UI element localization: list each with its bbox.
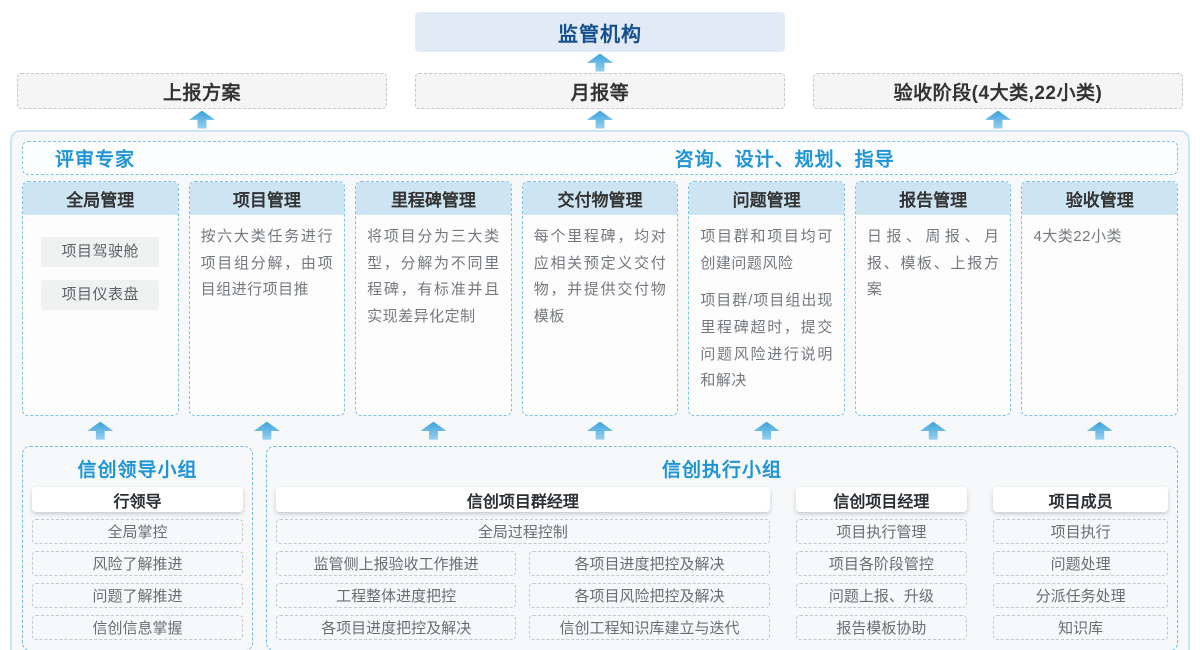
duty-item: 全局过程控制 <box>276 519 770 545</box>
arrow-row-top <box>0 53 1200 72</box>
up-arrow-icon <box>753 421 780 440</box>
duty-item: 信创工程知识库建立与迭代 <box>529 615 770 641</box>
column-title: 交付物管理 <box>522 182 678 215</box>
outputs-row: 上报方案 月报等 验收阶段(4大类,22小类) <box>0 73 1200 109</box>
duty-item: 工程整体进度把控 <box>276 583 517 609</box>
column-description: 每个里程碑，均对应相关预定义交付物，并提供交付物模板 <box>533 228 667 326</box>
duty-item: 各项目风险把控及解决 <box>529 583 770 609</box>
duty-item: 项目执行 <box>993 519 1168 545</box>
column-global-management: 全局管理 项目驾驶舱 项目仪表盘 <box>22 181 179 417</box>
column-description: 项目群和项目均可创建问题风险 <box>700 228 833 272</box>
management-columns: 全局管理 项目驾驶舱 项目仪表盘 项目管理 按六大类任务进行项目组分解，由项目组… <box>22 181 1179 417</box>
review-experts-label: 评审专家 <box>55 149 136 171</box>
up-arrow-icon <box>87 421 114 440</box>
up-arrow-icon <box>920 421 947 440</box>
column-title: 项目管理 <box>189 182 345 215</box>
column-deliverable-management: 交付物管理 每个里程碑，均对应相关预定义交付物，并提供交付物模板 <box>521 181 679 417</box>
arrow-row-columns <box>22 421 1178 440</box>
up-arrow-icon <box>587 53 613 72</box>
platform-container: 评审专家 咨询、设计、规划、指导 全局管理 项目驾驶舱 项目仪表盘 项目管理 按… <box>10 130 1190 650</box>
up-arrow-icon <box>189 110 215 129</box>
up-arrow-icon <box>587 110 613 129</box>
duty-item: 问题处理 <box>993 551 1168 577</box>
acceptance-stage-box: 验收阶段(4大类,22小类) <box>813 73 1183 109</box>
program-manager-right-column: 各项目进度把控及解决 各项目风险把控及解决 信创工程知识库建立与迭代 <box>529 544 770 641</box>
duty-item: 分派任务处理 <box>993 583 1168 609</box>
report-plan-box: 上报方案 <box>17 73 387 109</box>
column-description: 将项目分为三大类型，分解为不同里程碑，有标准并且实现差异化定制 <box>367 228 500 326</box>
up-arrow-icon <box>420 421 447 440</box>
regulator-row: 监管机构 <box>0 12 1200 52</box>
column-description: 日报、周报、月报、模板、上报方案 <box>866 228 1000 299</box>
column-acceptance-management: 验收管理 4大类22小类 <box>1021 181 1179 417</box>
duty-item: 项目各阶段管控 <box>795 551 968 577</box>
column-project-management: 项目管理 按六大类任务进行项目组分解，由项目组进行项目推 <box>188 181 346 417</box>
column-description: 项目群/项目组出现里程碑超时，提交问题风险进行说明和解决 <box>700 292 833 390</box>
leadership-group-panel: 信创领导小组 行领导 全局掌控 风险了解推进 问题了解推进 信创信息掌握 <box>22 446 253 650</box>
execution-group-panel: 信创执行小组 信创项目群经理 全局过程控制 监管侧上报验收工作推进 工程整体进度… <box>266 446 1178 650</box>
execution-group-title: 信创执行小组 <box>661 460 782 482</box>
duty-item: 监管侧上报验收工作推进 <box>276 551 517 577</box>
column-title: 报告管理 <box>855 182 1011 215</box>
column-description: 4大类22小类 <box>1033 228 1122 245</box>
column-title: 验收管理 <box>1022 182 1178 215</box>
project-member-section: 项目成员 项目执行 问题处理 分派任务处理 知识库 <box>993 487 1168 641</box>
column-report-management: 报告管理 日报、周报、月报、模板、上报方案 <box>854 181 1012 417</box>
program-manager-section: 信创项目群经理 全局过程控制 监管侧上报验收工作推进 工程整体进度把控 各项目进… <box>276 487 770 641</box>
project-cockpit-pill: 项目驾驶舱 <box>41 237 160 267</box>
up-arrow-icon <box>1086 421 1113 440</box>
duty-item: 问题了解推进 <box>32 583 243 609</box>
teams-row: 信创领导小组 行领导 全局掌控 风险了解推进 问题了解推进 信创信息掌握 信创执… <box>22 446 1178 650</box>
column-title: 里程碑管理 <box>356 182 511 215</box>
duty-item: 报告模板协助 <box>795 615 968 641</box>
column-description: 按六大类任务进行项目组分解，由项目组进行项目推 <box>200 228 334 299</box>
regulator-box: 监管机构 <box>415 12 785 52</box>
duty-item: 风险了解推进 <box>32 551 243 577</box>
column-issue-management: 问题管理 项目群和项目均可创建问题风险 项目群/项目组出现里程碑超时，提交问题风… <box>688 181 845 417</box>
duty-item: 信创信息掌握 <box>32 615 243 641</box>
duty-item: 知识库 <box>993 615 1168 641</box>
project-manager-role: 信创项目经理 <box>795 487 968 513</box>
column-title: 问题管理 <box>689 182 844 215</box>
up-arrow-icon <box>253 421 280 440</box>
up-arrow-icon <box>587 421 614 440</box>
up-arrow-icon <box>985 110 1011 129</box>
experts-band: 评审专家 咨询、设计、规划、指导 <box>22 141 1178 175</box>
column-milestone-management: 里程碑管理 将项目分为三大类型，分解为不同里程碑，有标准并且实现差异化定制 <box>355 181 512 417</box>
project-dashboard-pill: 项目仪表盘 <box>41 280 160 310</box>
arrow-row-outputs <box>0 110 1200 129</box>
duty-item: 各项目进度把控及解决 <box>276 615 517 641</box>
project-member-role: 项目成员 <box>993 487 1168 513</box>
duty-item: 项目执行管理 <box>795 519 968 545</box>
consulting-label: 咨询、设计、规划、指导 <box>674 149 895 171</box>
bank-leader-role: 行领导 <box>32 487 243 513</box>
duty-item: 全局掌控 <box>32 519 243 545</box>
column-title: 全局管理 <box>23 182 178 215</box>
program-manager-role: 信创项目群经理 <box>276 487 770 513</box>
program-manager-left-column: 监管侧上报验收工作推进 工程整体进度把控 各项目进度把控及解决 <box>276 544 517 641</box>
duty-item: 问题上报、升级 <box>795 583 968 609</box>
project-manager-section: 信创项目经理 项目执行管理 项目各阶段管控 问题上报、升级 报告模板协助 <box>795 487 968 641</box>
duty-item: 各项目进度把控及解决 <box>529 551 770 577</box>
leadership-group-title: 信创领导小组 <box>77 460 198 482</box>
monthly-report-box: 月报等 <box>415 73 785 109</box>
